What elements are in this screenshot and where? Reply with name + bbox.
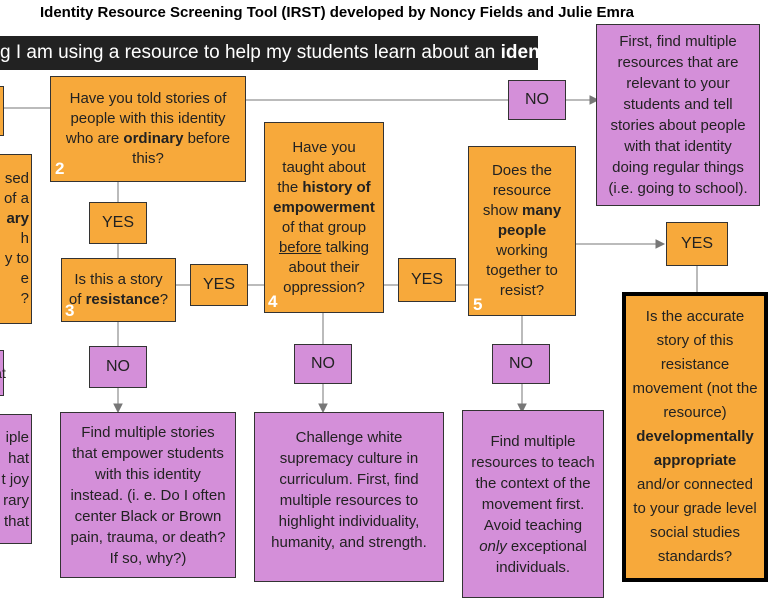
yes-label: YES <box>398 258 456 302</box>
question-5-box: Does the resource show many people worki… <box>468 146 576 316</box>
outcome-5-italic: only <box>479 537 507 555</box>
partial-line: h <box>20 230 29 247</box>
partial-line: that <box>3 512 29 530</box>
outcome-teach-context: Find multiple resources to teach the con… <box>462 410 604 598</box>
partial-line: ary <box>6 210 29 227</box>
question-4-mid: of that group <box>281 218 367 236</box>
step-number-5: 5 <box>473 295 483 314</box>
partial-no-box: at <box>0 350 6 396</box>
final-question-box: Is the accurate story of this resistance… <box>622 292 768 582</box>
question-2-end: before this? <box>132 130 231 167</box>
question-5-text: Does the resource show <box>482 162 553 219</box>
question-2-text: Have you told stories of people with thi… <box>65 90 227 147</box>
outcome-5-end: exceptional individuals. <box>495 537 587 576</box>
partial-line: ? <box>20 290 29 307</box>
partial-line: t joy <box>1 470 29 488</box>
no-label: NO <box>294 344 352 384</box>
question-5-end: working together to resist? <box>486 242 558 299</box>
outcome-empower-stories: Find multiple stories that empower stude… <box>60 412 236 578</box>
yes-label: YES <box>666 222 728 266</box>
question-4-box: Have you taught about the history of emp… <box>264 122 384 313</box>
step-number-2: 2 <box>55 159 65 178</box>
question-4-text: Have you taught about the <box>277 138 366 196</box>
yes-label: YES <box>89 202 147 244</box>
partial-line: rary <box>3 491 29 509</box>
question-4-underline: before <box>278 238 322 256</box>
outcome-challenge-white-supremacy: Challenge white supremacy culture in cur… <box>254 412 444 582</box>
prompt-banner: g I am using a resource to help my stude… <box>0 36 538 70</box>
step-number-3: 3 <box>65 301 75 320</box>
no-label: NO <box>492 344 550 384</box>
partial-line: y to <box>4 250 29 267</box>
banner-text: g I am using a resource to help my stude… <box>0 42 501 63</box>
partial-no-text: at <box>0 365 6 381</box>
partial-question-box: sed of a ary h y to e ? <box>0 154 32 324</box>
question-3-bold: resistance <box>85 291 160 308</box>
page-title: Identity Resource Screening Tool (IRST) … <box>40 4 635 21</box>
banner-identity: identity <box>500 42 538 63</box>
question-3-box: Is this a story of resistance? 3 <box>61 258 176 322</box>
no-label: NO <box>508 80 566 120</box>
question-4-end: talking about their oppression? <box>283 238 370 296</box>
outcome-ordinary-stories: First, find multiple resources that are … <box>596 24 760 206</box>
partial-line: e <box>20 270 29 287</box>
partial-line: iple <box>5 428 29 446</box>
yes-label: YES <box>190 264 248 306</box>
partial-line: of a <box>3 190 29 207</box>
partial-line: hat <box>8 449 29 467</box>
question-4-bold: history of empowerment <box>273 178 375 216</box>
question-2-bold: ordinary <box>123 130 184 147</box>
final-question-text: Is the accurate story of this resistance… <box>632 308 758 421</box>
step-number-4: 4 <box>268 292 278 311</box>
question-3-text: Is this a story of <box>68 271 163 308</box>
final-question-end: and/or connected to your grade level soc… <box>633 476 757 565</box>
question-3-end: ? <box>159 291 169 308</box>
partial-outcome-box: iple hat t joy rary that <box>0 414 32 544</box>
question-5-bold: many people <box>497 202 562 239</box>
outcome-5-text: Find multiple resources to teach the con… <box>471 432 595 534</box>
question-2-box: Have you told stories of people with thi… <box>50 76 246 182</box>
final-question-bold: developmentally appropriate <box>636 428 754 469</box>
no-label: NO <box>89 346 147 388</box>
partial-line: sed <box>4 170 29 187</box>
partial-box-top <box>0 86 4 136</box>
